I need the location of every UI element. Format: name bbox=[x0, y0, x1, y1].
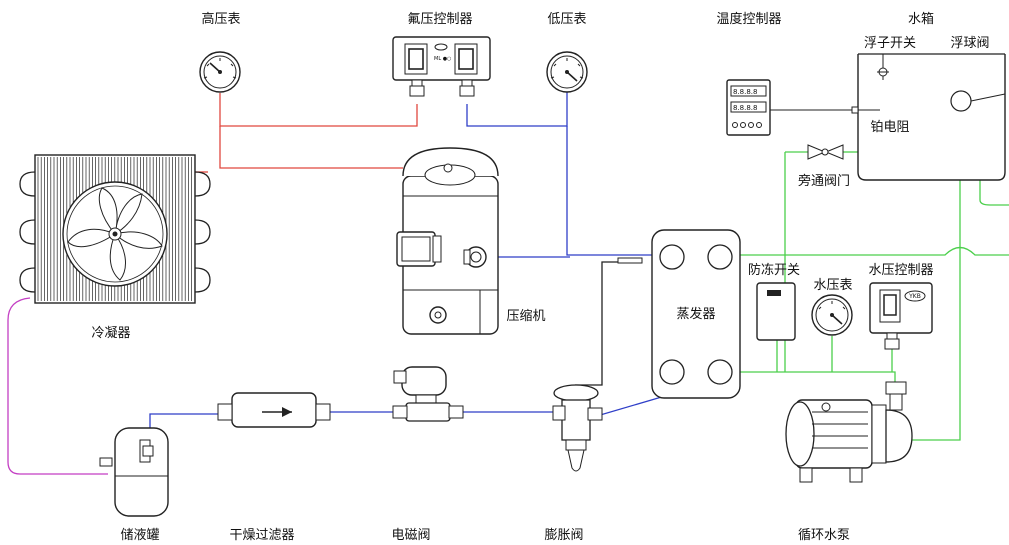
water-pressure-controller: YKB bbox=[869, 282, 933, 350]
fan-icon bbox=[62, 181, 168, 287]
label-low-pressure-gauge: 低压表 bbox=[547, 12, 586, 27]
circulating-pump bbox=[785, 381, 913, 483]
label-compressor: 压缩机 bbox=[506, 308, 545, 324]
solenoid-valve bbox=[392, 366, 464, 422]
condenser bbox=[19, 154, 211, 304]
svg-text:8.8.8.8: 8.8.8.8 bbox=[733, 88, 758, 96]
label-condenser: 冷凝器 bbox=[91, 325, 130, 341]
label-filter-drier: 干燥过滤器 bbox=[229, 528, 294, 543]
label-liquid-receiver: 储液罐 bbox=[120, 528, 159, 543]
component-labels: 高压表 氟压控制器 低压表 温度控制器 水箱 浮子开关 浮球阀 铂电阻 旁通阀门… bbox=[91, 11, 989, 543]
label-float-switch: 浮子开关 bbox=[864, 36, 916, 51]
label-antifreeze-switch: 防冻开关 bbox=[748, 262, 800, 278]
condenser-tube-bends bbox=[19, 171, 211, 293]
label-water-tank: 水箱 bbox=[908, 11, 934, 27]
compressor bbox=[396, 147, 499, 335]
svg-text:ML ●○: ML ●○ bbox=[434, 56, 451, 62]
label-expansion-valve: 膨胀阀 bbox=[544, 528, 583, 543]
sensing-line bbox=[575, 261, 640, 386]
liquid-receiver bbox=[99, 427, 169, 517]
filter-drier bbox=[217, 392, 331, 428]
controller-badge: YKB bbox=[908, 293, 921, 300]
water-pressure-gauge bbox=[811, 294, 853, 336]
label-temperature-controller: 温度控制器 bbox=[716, 11, 781, 27]
label-float-valve: 浮球阀 bbox=[950, 36, 989, 51]
low-pressure-gauge bbox=[546, 51, 588, 93]
label-bypass-valve: 旁通阀门 bbox=[798, 173, 850, 189]
svg-text:8.8.8.8: 8.8.8.8 bbox=[733, 104, 758, 112]
bypass-valve bbox=[807, 144, 844, 160]
label-high-pressure-gauge: 高压表 bbox=[201, 11, 240, 27]
float-valve-icon bbox=[950, 90, 1006, 112]
label-water-pressure-gauge: 水压表 bbox=[813, 278, 852, 293]
temperature-controller: 8.8.8.8 8.8.8.8 bbox=[726, 79, 858, 136]
label-platinum-resistor: 铂电阻 bbox=[870, 119, 909, 135]
freon-pressure-controller: ML ●○ bbox=[392, 36, 491, 97]
label-water-pressure-controller: 水压控制器 bbox=[868, 263, 933, 278]
evaporator bbox=[617, 229, 741, 399]
expansion-valve bbox=[552, 384, 603, 472]
platinum-resistor-probe bbox=[851, 106, 880, 114]
label-freon-pressure-controller: 氟压控制器 bbox=[407, 12, 472, 27]
label-circulating-pump: 循环水泵 bbox=[798, 528, 850, 543]
water-tank bbox=[851, 53, 1006, 181]
label-evaporator: 蒸发器 bbox=[676, 306, 715, 322]
high-pressure-pipes bbox=[194, 93, 418, 173]
label-solenoid-valve: 电磁阀 bbox=[391, 528, 430, 543]
high-pressure-gauge bbox=[199, 51, 241, 93]
liquid-line-pipe bbox=[7, 297, 108, 475]
float-switch-icon bbox=[877, 54, 889, 80]
antifreeze-switch bbox=[756, 282, 796, 341]
